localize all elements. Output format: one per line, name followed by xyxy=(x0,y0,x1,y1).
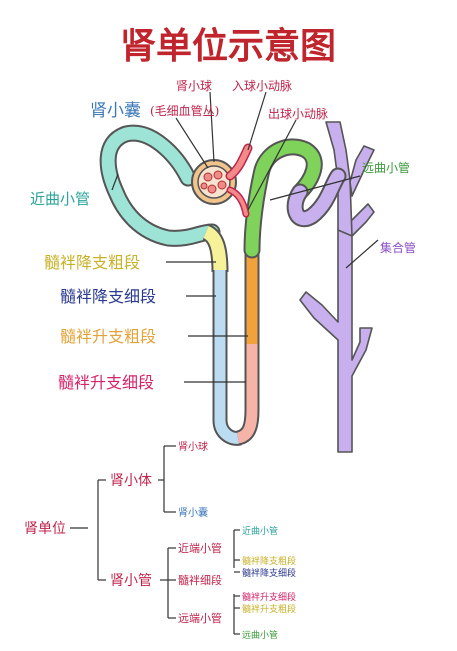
tree-proximal-tubule: 近端小管 xyxy=(178,541,222,555)
label-afferent-arteriole: 入球小动脉 xyxy=(232,78,292,93)
tree-bowman-capsule: 肾小囊 xyxy=(178,506,208,519)
label-efferent-arteriole: 出球小动脉 xyxy=(268,106,328,121)
tree-glomerulus: 肾小球 xyxy=(178,440,208,453)
tree-leaf-ascending-thin: 髓袢升支细段 xyxy=(242,591,296,603)
label-ascending-thin: 髓袢升支细段 xyxy=(58,373,154,392)
collecting-duct xyxy=(299,121,375,453)
tree-root-nephron: 肾单位 xyxy=(24,521,66,537)
label-proximal-convoluted: 近曲小管 xyxy=(30,190,90,208)
label-capillary-note: (毛细血管丛) xyxy=(150,103,219,118)
label-descending-thick: 髓袢降支粗段 xyxy=(44,253,140,272)
tree-renal-corpuscle: 肾小体 xyxy=(110,473,152,489)
label-glomerulus: 肾小球 xyxy=(176,79,212,93)
tree-leaf-distal-convoluted: 远曲小管 xyxy=(242,629,278,641)
tree-leaf-ascending-thick: 髓袢升支粗段 xyxy=(242,603,296,615)
leader-lines xyxy=(111,91,379,383)
label-bowman-capsule: 肾小囊 xyxy=(90,101,141,121)
classification-tree: 肾单位 肾小体 肾小球 肾小囊 肾小管 近端小管 髓袢细段 远端小管 近曲小管 … xyxy=(24,440,296,641)
tree-leaf-descending-thick: 髓袢降支粗段 xyxy=(242,555,296,567)
tree-leaf-proximal-convoluted: 近曲小管 xyxy=(242,525,278,537)
diagram-title: 肾单位示意图 xyxy=(120,25,336,67)
label-distal-convoluted: 远曲小管 xyxy=(362,160,410,175)
renal-corpuscle xyxy=(191,159,237,205)
tree-distal-tubule: 远端小管 xyxy=(178,611,222,625)
label-descending-thin: 髓袢降支细段 xyxy=(60,287,156,306)
label-collecting-duct: 集合管 xyxy=(380,240,416,255)
tree-renal-tubule: 肾小管 xyxy=(110,573,152,589)
tree-loop-thin-segment: 髓袢细段 xyxy=(178,573,222,587)
label-ascending-thick: 髓袢升支粗段 xyxy=(60,327,156,346)
tree-leaf-descending-thin: 髓袢降支细段 xyxy=(242,567,296,579)
